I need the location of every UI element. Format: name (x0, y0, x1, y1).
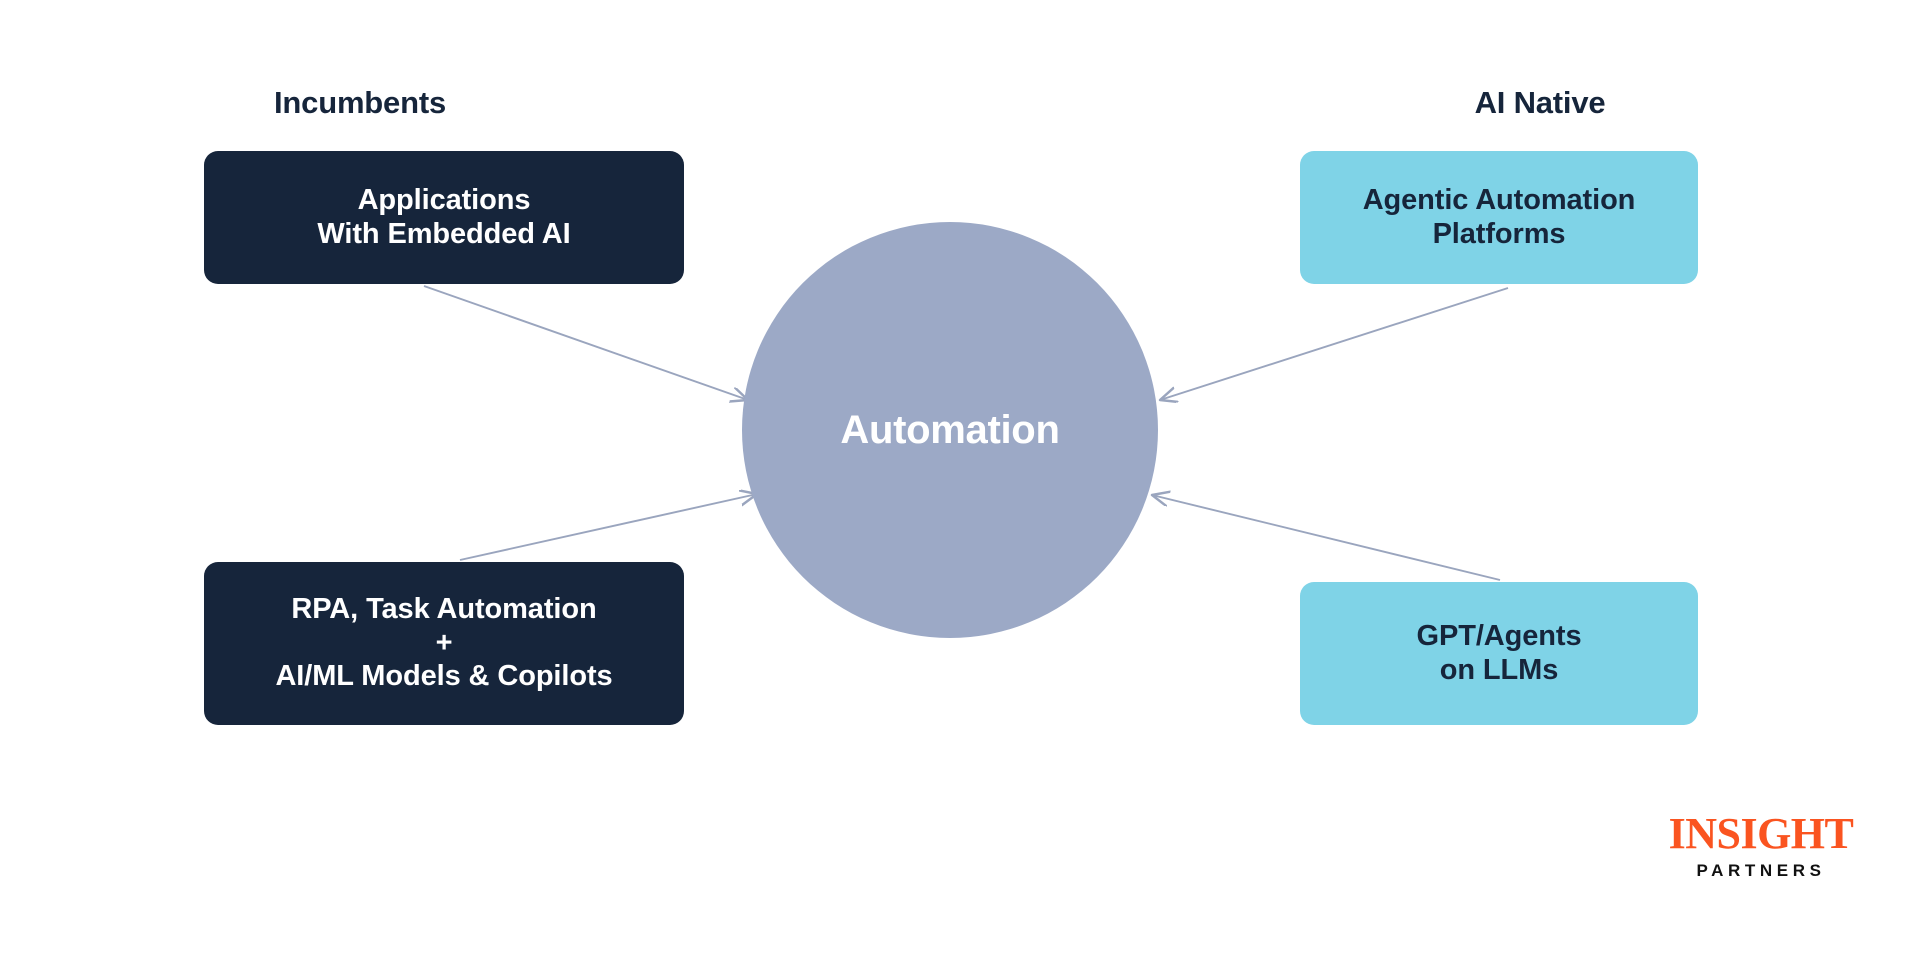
arrow-apps-to-automation (423, 285, 748, 400)
center-circle-automation[interactable]: Automation (742, 222, 1158, 638)
node-box-rpa-task-automation[interactable]: RPA, Task Automation + AI/ML Models & Co… (204, 562, 684, 725)
logo-wordmark-insight: INSIGHT (1668, 809, 1854, 858)
column-heading-ai-native: AI Native (1474, 85, 1606, 120)
node-box-gpt-agents-on-llms[interactable]: GPT/Agents on LLMs (1300, 582, 1698, 725)
logo-wordmark-partners: PARTNERS (1696, 861, 1826, 880)
node-box-applications-with-embedded-ai[interactable]: Applications With Embedded AI (204, 151, 684, 284)
arrow-agentic-to-automation (1160, 287, 1509, 400)
column-heading-incumbents: Incumbents (274, 85, 446, 120)
arrow-gpt-to-automation (1152, 495, 1501, 581)
insight-partners-logo: INSIGHT PARTNERS (1666, 809, 1856, 880)
center-circle-label: Automation (840, 407, 1060, 452)
arrow-rpa-to-automation (459, 494, 757, 561)
node-box-agentic-automation-platforms[interactable]: Agentic Automation Platforms (1300, 151, 1698, 284)
